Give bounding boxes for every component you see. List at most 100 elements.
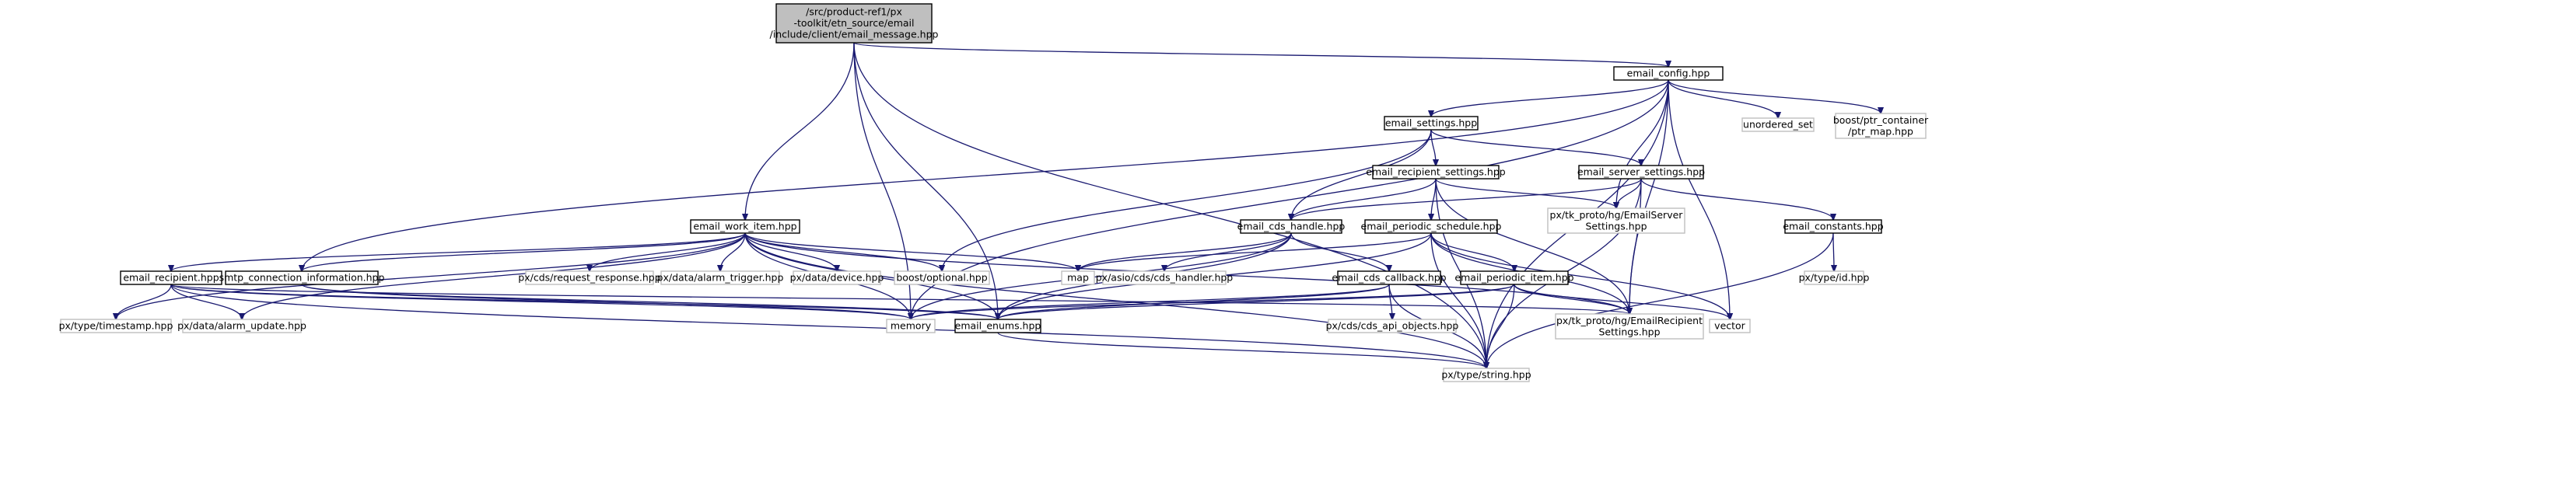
- edge-email_work_item-to-map: [744, 232, 1078, 271]
- edge-email_periodic_item-to-memory: [911, 284, 1515, 319]
- node-device: px/data/device.hpp: [790, 270, 884, 285]
- edge-email_config-to-email_settings: [1431, 79, 1669, 117]
- node-alarm-trigger: px/data/alarm_trigger.hpp: [657, 270, 784, 285]
- node-label: email_work_item.hpp: [693, 221, 796, 232]
- node-box: [954, 319, 1041, 333]
- node-type-id: px/type/id.hpp: [1799, 270, 1869, 285]
- node-cds-api-objects: px/cds/cds_api_objects.hpp: [1326, 319, 1459, 333]
- node-label: email_enums.hpp: [955, 320, 1041, 332]
- node-root[interactable]: /src/product-ref1/px-toolkit/etn_source/…: [770, 3, 939, 44]
- edge-smtp_connection-to-email_enums: [301, 284, 998, 319]
- node-label: email_constants.hpp: [1783, 221, 1883, 232]
- node-box: [1555, 313, 1704, 340]
- edge-email_server_settings-to-email_server_settings_pb: [1616, 178, 1642, 208]
- node-email-enums[interactable]: email_enums.hpp: [954, 319, 1041, 333]
- edge-email_constants-to-type_id: [1833, 232, 1834, 271]
- node-label: boost/ptr_container: [1833, 114, 1929, 126]
- node-box: [1372, 165, 1500, 180]
- node-email-recipient[interactable]: email_recipient.hpp: [120, 270, 222, 285]
- node-label: email_cds_handle.hpp: [1237, 221, 1346, 232]
- node-label: map: [1067, 272, 1089, 284]
- node-box: [1804, 270, 1864, 285]
- edge-email_recipient_settings-to-email_cds_handle: [1291, 178, 1437, 220]
- node-label: px/data/alarm_update.hpp: [177, 320, 306, 332]
- node-label: boost/optional.hpp: [896, 272, 987, 284]
- nodes-layer: /src/product-ref1/px-toolkit/etn_source/…: [59, 3, 1929, 382]
- node-box: [690, 219, 800, 234]
- node-cds-handler: px/asio/cds/cds_handler.hpp: [1096, 270, 1233, 285]
- node-label: email_periodic_item.hpp: [1454, 272, 1573, 284]
- node-box: [1102, 270, 1227, 285]
- node-box: [1240, 219, 1342, 234]
- node-email-recipient-settings-pb: px/tk_proto/hg/EmailRecipientSettings.hp…: [1555, 313, 1704, 340]
- node-box: [60, 319, 172, 333]
- node-memory: memory: [886, 319, 936, 333]
- node-box: [1443, 368, 1530, 382]
- node-label: /ptr_map.hpp: [1848, 125, 1913, 137]
- edge-email_cds_handle-to-memory: [911, 232, 1292, 319]
- node-label: email_config.hpp: [1627, 68, 1710, 79]
- node-email-cds-callback[interactable]: email_cds_callback.hpp: [1332, 270, 1447, 285]
- node-label: -toolkit/etn_source/email: [794, 17, 915, 29]
- edge-email_recipient-to-timestamp: [116, 284, 172, 319]
- node-email-cds-handle[interactable]: email_cds_handle.hpp: [1237, 219, 1346, 234]
- edge-email_config-to-email_recipient_settings_pb: [1629, 79, 1669, 314]
- node-label: px/cds/request_response.hpp: [518, 272, 660, 284]
- edge-email_cds_handle-to-cds_handler: [1164, 232, 1292, 271]
- edge-email_cds_handle-to-email_cds_callback: [1290, 232, 1389, 271]
- edge-email_config-to-unordered_set: [1668, 79, 1778, 118]
- node-email-recipient-settings[interactable]: email_recipient_settings.hpp: [1366, 165, 1506, 180]
- edge-email_periodic_schedule-to-map: [1078, 232, 1432, 271]
- edge-email_server_settings-to-email_recipient_settings_pb: [1629, 178, 1642, 314]
- node-box: [1460, 270, 1569, 285]
- node-box: [894, 270, 990, 285]
- edge-email_recipient-to-email_recipient_settings_pb: [170, 284, 1629, 314]
- edge-email_recipient-to-memory: [170, 284, 911, 319]
- node-label: px/data/alarm_trigger.hpp: [657, 272, 784, 284]
- node-label: px/cds/cds_api_objects.hpp: [1326, 320, 1459, 332]
- node-label: email_recipient.hpp: [123, 272, 219, 284]
- node-label: /include/client/email_message.hpp: [770, 29, 939, 40]
- node-box: [1741, 117, 1815, 132]
- edge-email_enums-to-string: [997, 332, 1486, 368]
- edge-email_cds_handle-to-map: [1078, 232, 1292, 271]
- edge-email_settings-to-boost_optional: [942, 129, 1432, 271]
- edge-root-to-email_work_item: [745, 42, 855, 220]
- node-label: Settings.hpp: [1598, 326, 1660, 337]
- node-email-settings[interactable]: email_settings.hpp: [1384, 116, 1479, 131]
- node-box: [1364, 219, 1498, 234]
- node-email-server-settings[interactable]: email_server_settings.hpp: [1577, 165, 1705, 180]
- node-box: [1061, 270, 1095, 285]
- node-label: unordered_set: [1743, 119, 1813, 131]
- node-email-config[interactable]: email_config.hpp: [1613, 66, 1724, 81]
- node-label: email_cds_callback.hpp: [1332, 272, 1446, 284]
- node-email-constants[interactable]: email_constants.hpp: [1783, 219, 1884, 234]
- node-email-periodic-item[interactable]: email_periodic_item.hpp: [1454, 270, 1574, 285]
- node-boost-optional: boost/optional.hpp: [894, 270, 990, 285]
- edge-email_config-to-vector: [1668, 79, 1730, 319]
- edge-email_work_item-to-smtp_connection: [302, 232, 746, 271]
- edge-email_cds_callback-to-email_enums: [998, 284, 1390, 319]
- edge-email_work_item-to-timestamp: [116, 232, 746, 319]
- edge-email_recipient_settings-to-email_periodic_schedule: [1431, 178, 1437, 220]
- edge-root-to-email_enums: [853, 42, 998, 319]
- node-box: [1337, 270, 1441, 285]
- node-smtp-connection[interactable]: smtp_connection_information.hpp: [219, 270, 385, 285]
- edge-email_work_item-to-string: [744, 232, 1486, 368]
- node-box: [793, 270, 881, 285]
- node-label: px/data/device.hpp: [790, 272, 884, 284]
- node-box: [225, 270, 379, 285]
- node-email-work-item[interactable]: email_work_item.hpp: [690, 219, 800, 234]
- node-email-periodic-schedule[interactable]: email_periodic_schedule.hpp: [1361, 219, 1502, 234]
- edge-email_work_item-to-request_response: [590, 232, 746, 271]
- node-box: [886, 319, 936, 333]
- edge-email_recipient-to-alarm_update: [170, 284, 242, 319]
- edges-layer: [116, 42, 1881, 368]
- edge-email_config-to-ptr_map: [1668, 79, 1881, 113]
- node-box: [1784, 219, 1882, 234]
- edge-email_constants-to-string: [1486, 232, 1834, 368]
- edge-email_recipient_settings-to-email_server_settings_pb: [1435, 178, 1616, 208]
- node-box: [120, 270, 222, 285]
- node-vector: vector: [1709, 319, 1751, 333]
- node-string: px/type/string.hpp: [1441, 368, 1531, 382]
